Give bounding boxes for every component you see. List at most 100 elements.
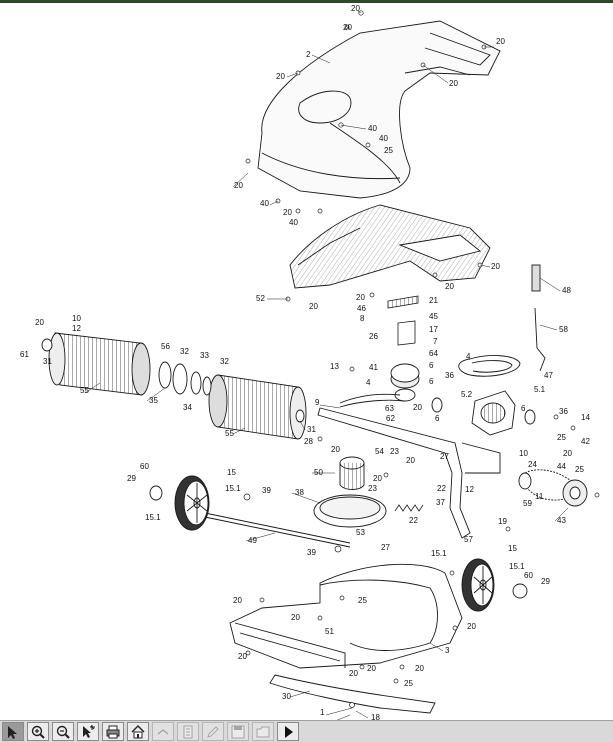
part-label: 15: [227, 468, 236, 477]
part-label: 22: [437, 484, 446, 493]
part-label: 38: [295, 488, 304, 497]
rotor-drum-right: [208, 374, 307, 440]
exploded-parts-diagram: 2020220202040402520402040202020522046218…: [20, 4, 600, 720]
window-top-bar: [0, 0, 613, 3]
zoom-in-button[interactable]: [27, 722, 49, 741]
part-label: 5.1: [534, 385, 546, 394]
viewer-toolbar: [0, 720, 613, 742]
part-label: 33: [200, 351, 209, 360]
part-label: 2: [306, 50, 311, 59]
part-label: 29: [127, 474, 136, 483]
part-label: 46: [357, 304, 366, 313]
part-label: 63: [385, 404, 394, 413]
part-label: 20: [276, 72, 285, 81]
save-button: [227, 722, 249, 741]
springs: [387, 295, 424, 512]
part-label: 20: [406, 456, 415, 465]
part-label: 59: [523, 499, 532, 508]
part-label: 18: [371, 713, 380, 720]
part-label: 55: [225, 429, 234, 438]
part-label: 39: [262, 486, 271, 495]
part-label: 15: [508, 544, 517, 553]
part-label: 20: [491, 262, 500, 271]
part-label: 36: [559, 407, 568, 416]
part-label: 9: [315, 398, 320, 407]
part-label: 25: [358, 596, 367, 605]
part-label: 20: [343, 23, 352, 32]
part-label: 29: [541, 577, 550, 586]
pointer-tool-button[interactable]: [2, 722, 24, 741]
part-label: 62: [386, 414, 395, 423]
part-label: 23: [368, 484, 377, 493]
part-label: 26: [369, 332, 378, 341]
save-icon: [231, 725, 245, 738]
part-label: 40: [289, 218, 298, 227]
part-label: 57: [464, 535, 473, 544]
part-label: 19: [498, 517, 507, 526]
folder-button: [252, 722, 274, 741]
part-label: 12: [72, 324, 81, 333]
part-label: 28: [304, 437, 313, 446]
gearbox: [431, 390, 536, 436]
part-label: 20: [449, 79, 458, 88]
part-label: 37: [436, 498, 445, 507]
front-axle: [204, 512, 351, 548]
part-label: 4: [466, 352, 471, 361]
home-icon: [131, 724, 145, 738]
part-label: 15.1: [225, 484, 241, 493]
part-label: 20: [356, 293, 365, 302]
part-label: 24: [528, 460, 537, 469]
rotor-drum-left: [48, 332, 151, 396]
part-label: 54: [375, 447, 384, 456]
part-label: 14: [581, 413, 590, 422]
part-label: 20: [233, 596, 242, 605]
part-label: 20: [563, 449, 572, 458]
part-label: 7: [433, 337, 438, 346]
next-button[interactable]: [277, 722, 299, 741]
part-label: 15.1: [145, 513, 161, 522]
upper-cover-housing: [257, 20, 501, 199]
part-label: 39: [307, 548, 316, 557]
part-label: 58: [559, 325, 568, 334]
part-label: 15.1: [431, 549, 447, 558]
cutter-disc: [313, 456, 387, 528]
side-frame-arm: [317, 407, 501, 539]
part-label: 20: [445, 282, 454, 291]
chain-drive: [518, 469, 588, 507]
part-label: 20: [238, 652, 247, 661]
print-button[interactable]: [102, 722, 124, 741]
part-label: 20: [413, 403, 422, 412]
link-button: [152, 722, 174, 741]
part-label: 3: [445, 646, 450, 655]
part-label: 6: [435, 414, 440, 423]
part-label: 61: [20, 350, 29, 359]
part-label: 49: [248, 536, 257, 545]
part-label: 17: [429, 325, 438, 334]
home-button[interactable]: [127, 722, 149, 741]
part-label: 56: [161, 342, 170, 351]
part-label: 20: [331, 445, 340, 454]
zoom-select-button[interactable]: [77, 722, 99, 741]
document-icon: [183, 725, 193, 738]
part-label: 20: [309, 302, 318, 311]
part-label: 20: [283, 208, 292, 217]
zoom-out-button[interactable]: [52, 722, 74, 741]
part-label: 31: [43, 357, 52, 366]
drive-pulleys-belt: [339, 355, 521, 408]
part-label: 6: [429, 377, 434, 386]
wheel-right: [461, 558, 528, 612]
part-label: 6: [521, 404, 526, 413]
part-label: 20: [291, 613, 300, 622]
part-label: 20: [35, 318, 44, 327]
part-label: 13: [330, 362, 339, 371]
part-label: 25: [404, 679, 413, 688]
part-label: 8: [360, 314, 365, 323]
part-label: 20: [367, 664, 376, 673]
part-label: 22: [409, 516, 418, 525]
part-label: 53: [356, 528, 365, 537]
part-label: 30: [282, 692, 291, 701]
zoom-select-icon: [83, 724, 95, 738]
part-label: 32: [180, 347, 189, 356]
base-deck: [229, 563, 463, 669]
